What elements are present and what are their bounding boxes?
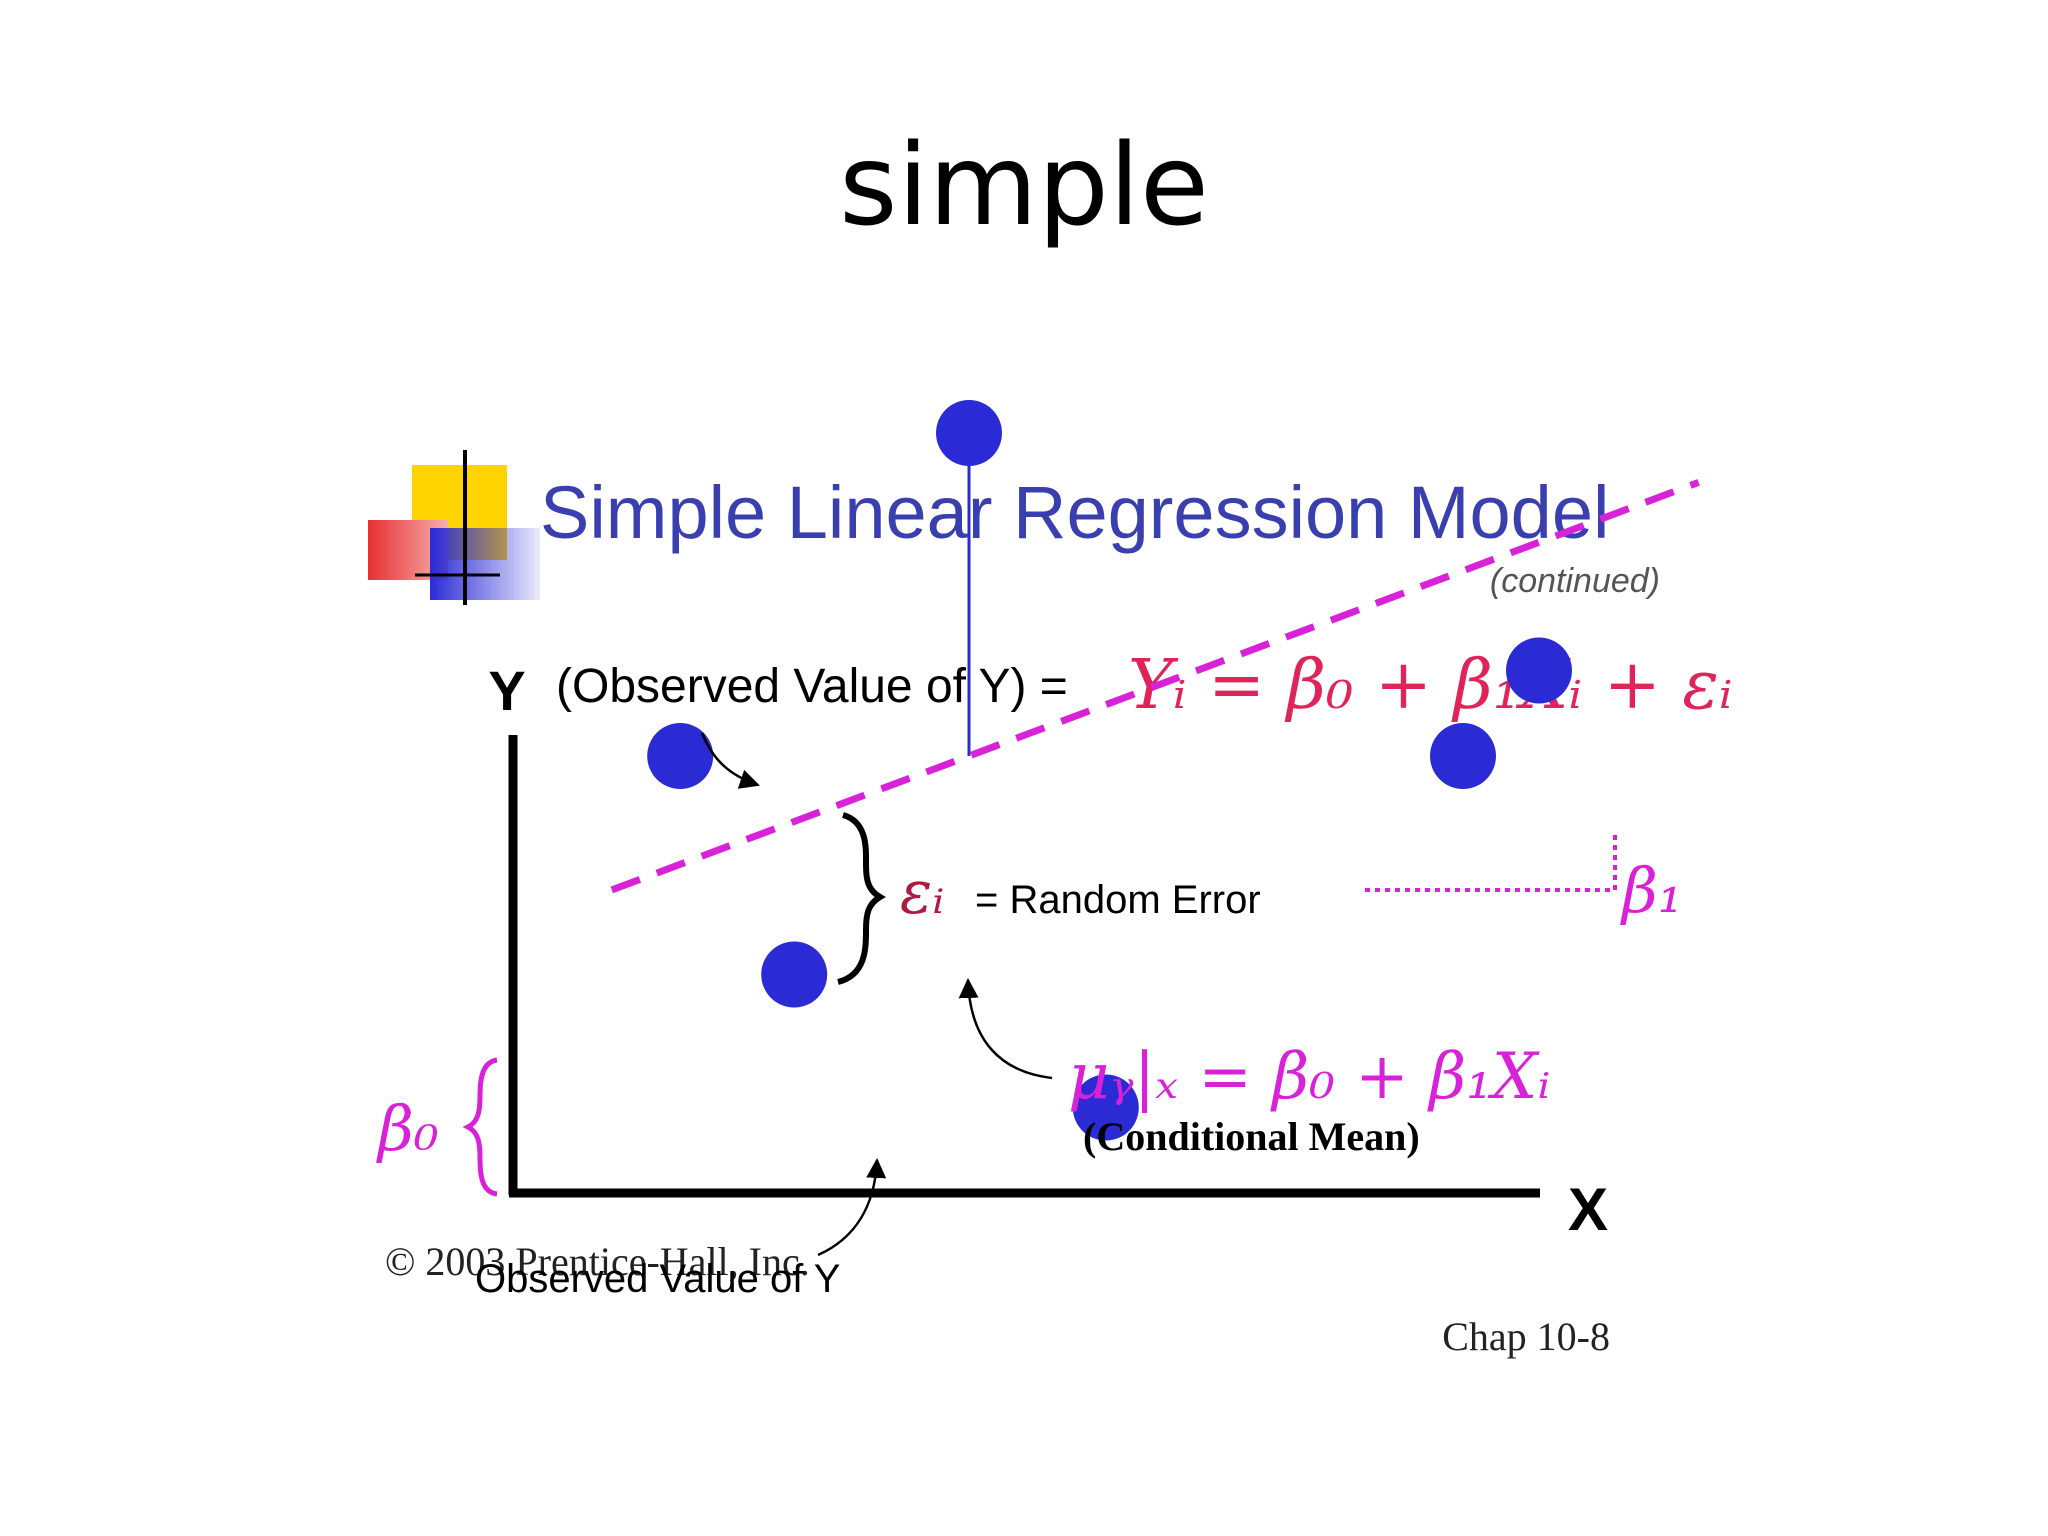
y-axis-label: Y bbox=[488, 659, 525, 722]
equation-right: Yᵢ = β₀ + β₁Xᵢ + εᵢ bbox=[1128, 646, 1733, 725]
slide-title: simple bbox=[839, 121, 1209, 251]
random-error-label: = Random Error bbox=[975, 878, 1261, 922]
error-brace bbox=[837, 812, 886, 985]
data-point bbox=[1506, 637, 1572, 704]
equation-left: (Observed Value of Y) = bbox=[556, 660, 1068, 713]
arrow-to-bottom-point bbox=[817, 1158, 887, 1257]
beta1-symbol: β₁ bbox=[1620, 854, 1683, 927]
beta0-symbol: β₀ bbox=[376, 1092, 439, 1165]
data-point bbox=[1072, 1074, 1139, 1141]
mean-label: (Conditional Mean) bbox=[1083, 1114, 1420, 1159]
epsilon-symbol: εᵢ bbox=[900, 858, 944, 928]
intercept-brace bbox=[462, 1057, 498, 1197]
header-subtitle: (continued) bbox=[1490, 562, 1660, 600]
copyright-text: © 2003 Prentice-Hall, Inc. bbox=[385, 1239, 810, 1284]
mean-equation: μᵧ|ₓ = β₀ + β₁Xᵢ bbox=[1068, 1040, 1550, 1114]
data-point bbox=[761, 941, 828, 1008]
x-axis-label: X bbox=[1568, 1176, 1608, 1243]
arrow-to-regression-line bbox=[958, 978, 1053, 1080]
header-logo bbox=[368, 450, 540, 605]
data-point bbox=[1430, 723, 1496, 789]
regression-line bbox=[610, 479, 1700, 894]
arrow-to-observed-point bbox=[700, 732, 760, 789]
header-title: Simple Linear Regression Model bbox=[540, 471, 1609, 554]
observed-value-label: Observed Value of Y bbox=[475, 1257, 840, 1301]
chap-label: Chap 10-8 bbox=[1442, 1314, 1610, 1359]
data-point bbox=[647, 723, 714, 789]
data-point bbox=[936, 400, 1002, 466]
